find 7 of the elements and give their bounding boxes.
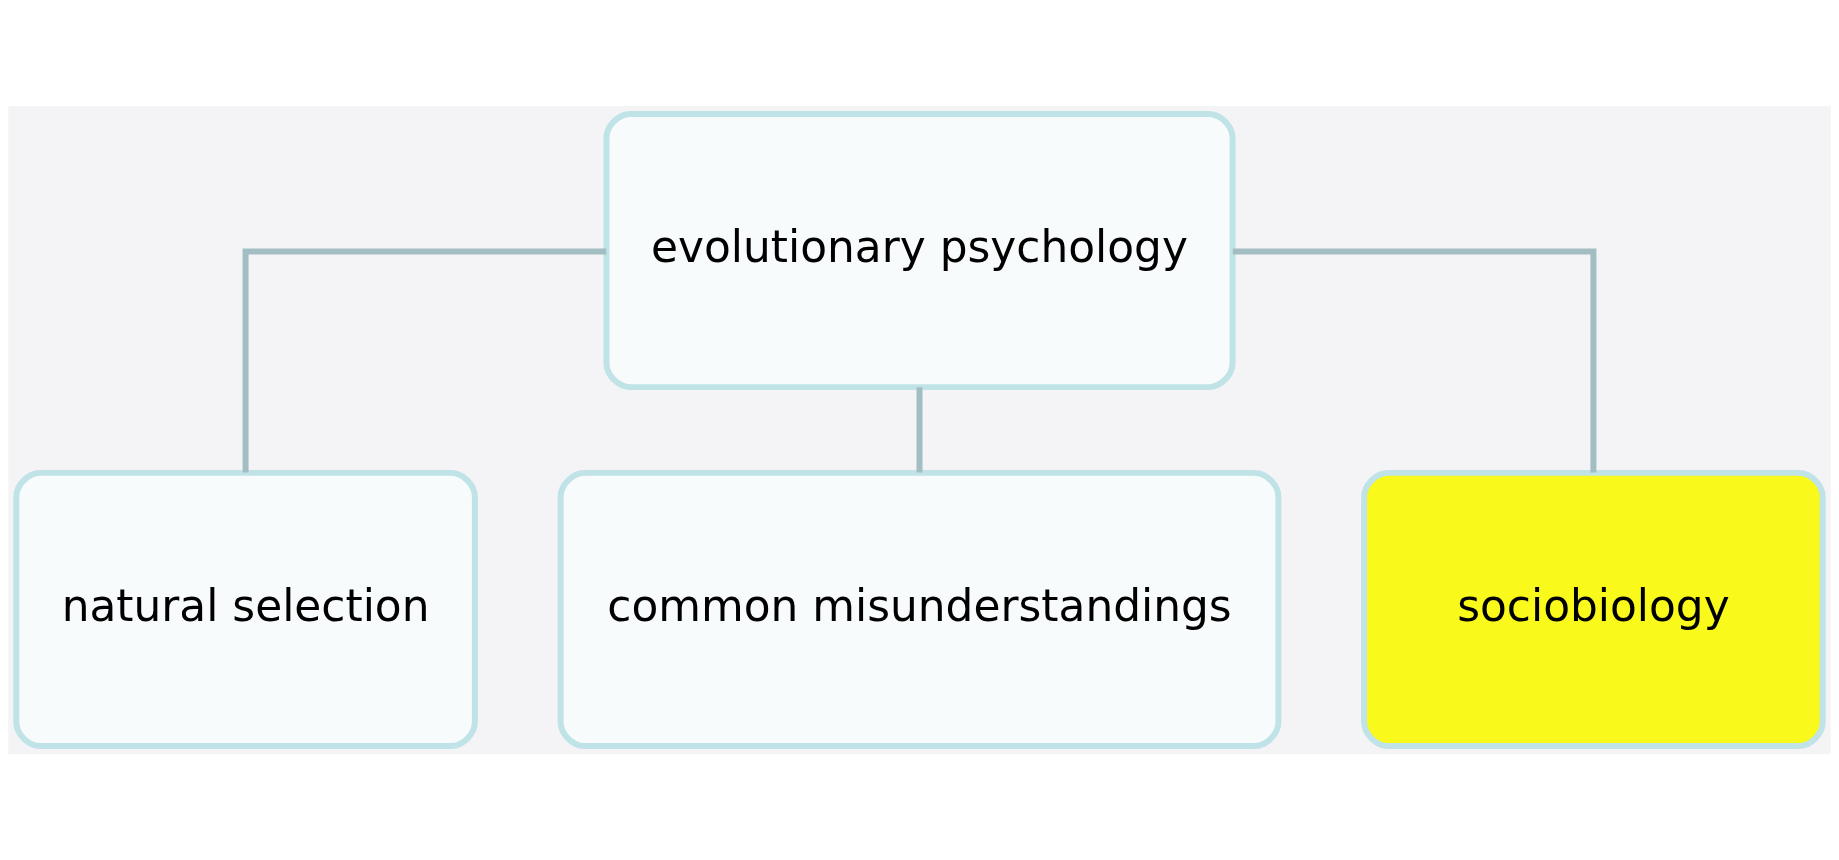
connector xyxy=(1232,248,1597,473)
node-box: evolutionary psychology xyxy=(603,111,1236,391)
node-box: sociobiology xyxy=(1361,469,1826,749)
connector xyxy=(242,248,607,473)
connector xyxy=(916,387,923,473)
node-box: common misunderstandings xyxy=(557,469,1282,749)
node-box: natural selection xyxy=(13,469,478,749)
